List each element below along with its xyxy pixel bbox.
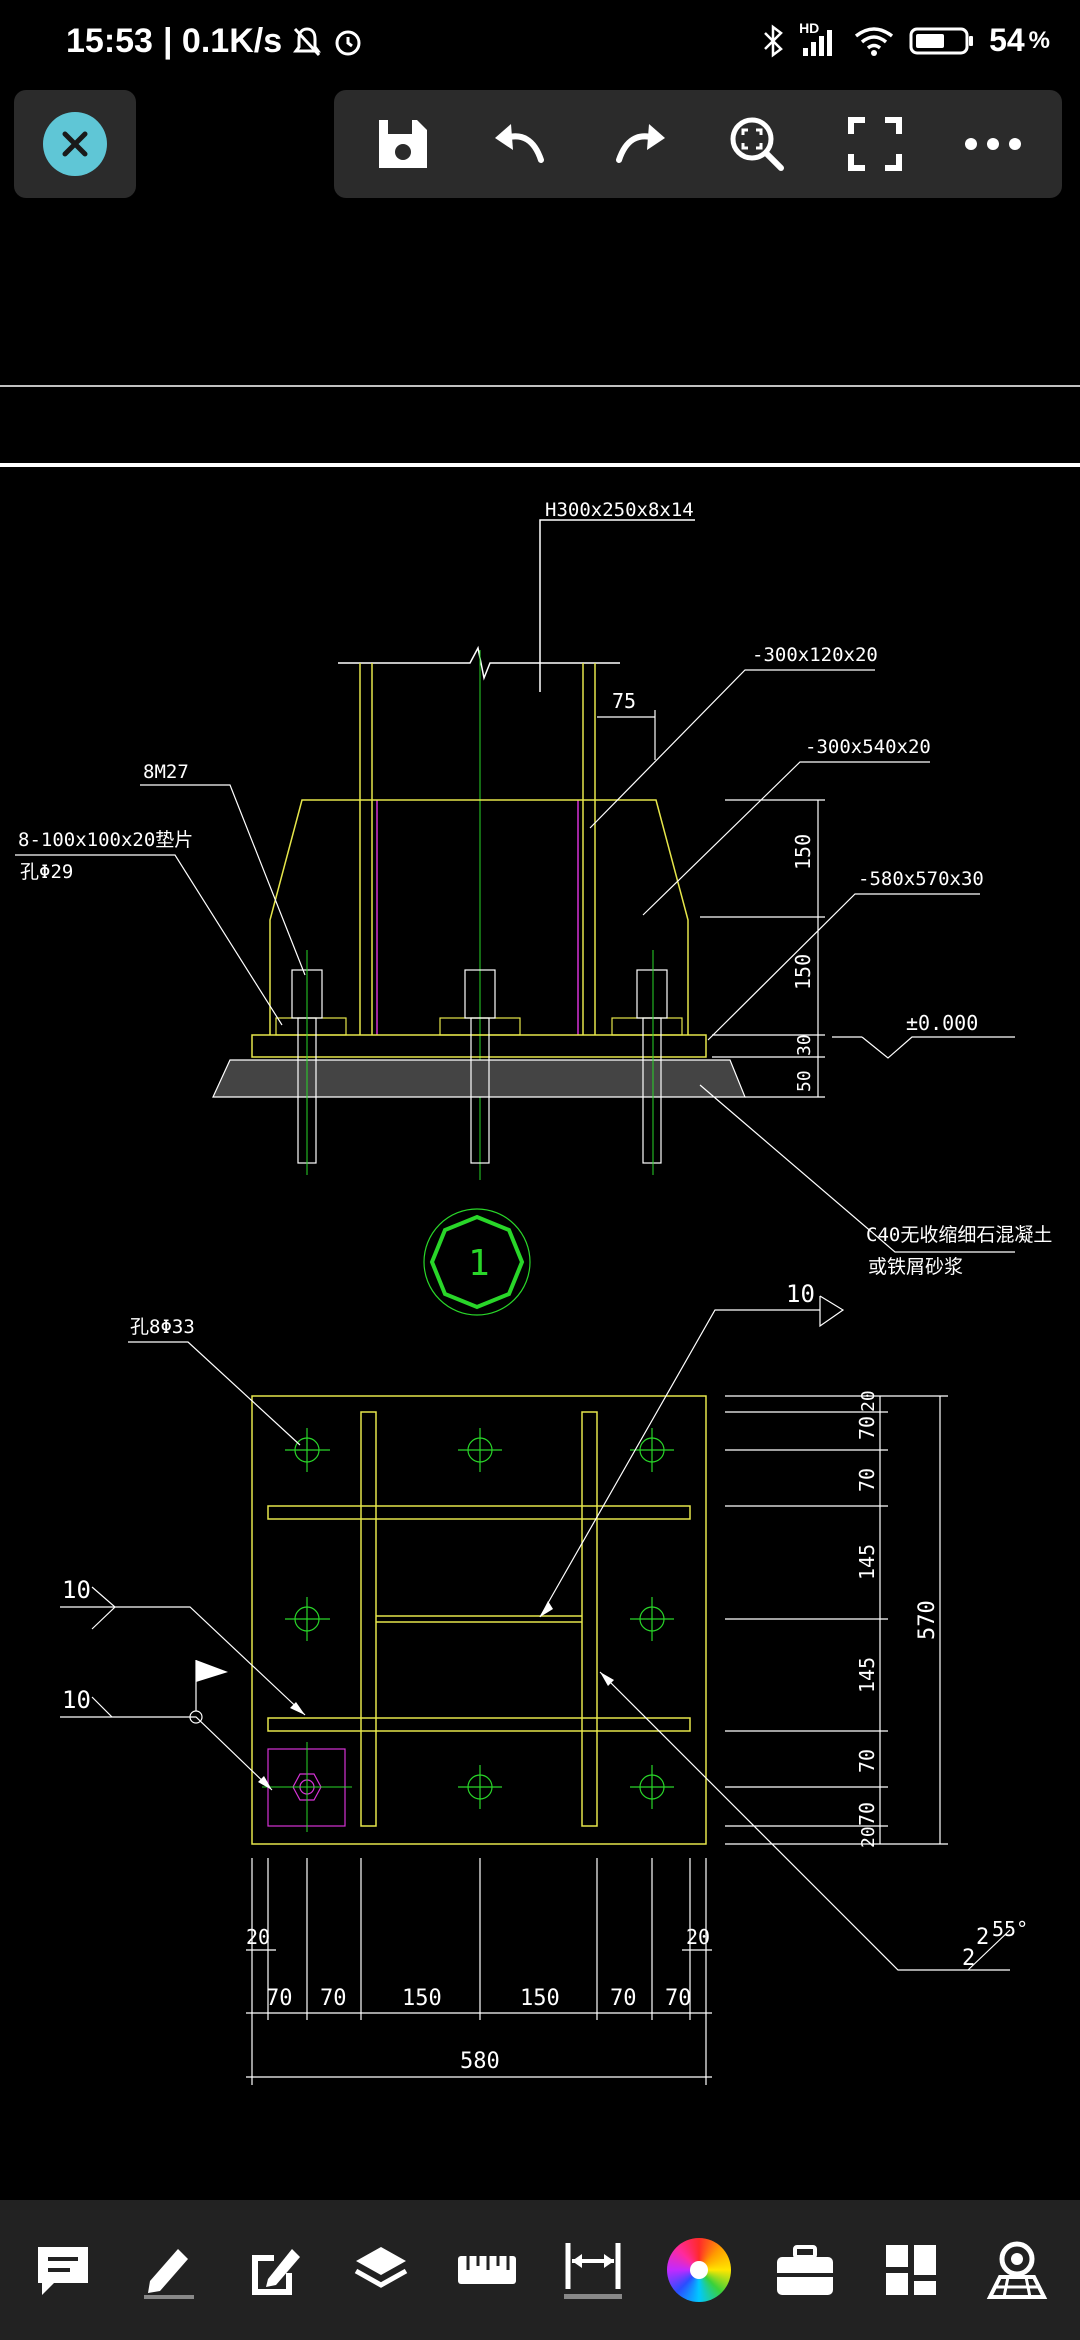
status-time: 15:53 bbox=[66, 22, 153, 60]
layout-button[interactable] bbox=[871, 2230, 951, 2310]
anchor-bolt-label: 8M27 bbox=[143, 761, 189, 783]
bottom-dim-20-right: 20 bbox=[686, 1925, 710, 1949]
status-right: HD 54% bbox=[761, 20, 1050, 59]
draw-icon bbox=[144, 2249, 194, 2299]
detail-number: 1 bbox=[468, 1243, 490, 1284]
bottom-dim-3: 150 bbox=[520, 1986, 560, 2011]
edit-icon bbox=[252, 2249, 300, 2295]
grout-label-1: C40无收缩细石混凝土 bbox=[866, 1224, 1052, 1246]
save-icon bbox=[379, 120, 427, 168]
level-label: ±0.000 bbox=[906, 1011, 978, 1035]
status-bar: 15:53 | 0.1K/s HD bbox=[0, 0, 1080, 90]
status-network-speed: | 0.1K/s bbox=[162, 22, 283, 60]
detail-number-symbol: 1 bbox=[423, 1208, 531, 1316]
layers-button[interactable] bbox=[341, 2230, 421, 2310]
bottom-toolbar bbox=[0, 2200, 1080, 2340]
toolbox-icon bbox=[777, 2245, 833, 2295]
undo-button[interactable] bbox=[486, 109, 556, 179]
elev-dim-150-top: 150 bbox=[791, 834, 815, 870]
view-3d-icon bbox=[986, 2241, 1048, 2299]
elevation-view: H300x250x8x14 bbox=[15, 499, 1052, 1278]
battery-icon bbox=[909, 27, 974, 54]
right-dim-6: 70 bbox=[855, 1802, 879, 1826]
weld-angle: 55° bbox=[992, 1917, 1028, 1941]
view-3d-button[interactable] bbox=[977, 2230, 1057, 2310]
edit-button[interactable] bbox=[235, 2230, 315, 2310]
cad-drawing: H300x250x8x14 bbox=[0, 385, 1080, 2085]
bottom-dim-1: 70 bbox=[320, 1986, 347, 2011]
toolbox-button[interactable] bbox=[765, 2230, 845, 2310]
comment-button[interactable] bbox=[23, 2230, 103, 2310]
elev-dim-30: 30 bbox=[794, 1034, 815, 1056]
right-dim-1: 70 bbox=[855, 1416, 879, 1440]
bottom-dim-2: 150 bbox=[402, 1986, 442, 2011]
status-left: 15:53 | 0.1K/s bbox=[66, 22, 364, 61]
top-toolbar bbox=[334, 90, 1062, 198]
plate-hole-label: 孔8Φ33 bbox=[130, 1316, 195, 1338]
measure-icon bbox=[458, 2256, 516, 2284]
total-width-dim: 580 bbox=[460, 2049, 500, 2074]
muted-bell-icon bbox=[293, 26, 322, 56]
total-height-dim: 570 bbox=[915, 1600, 940, 1640]
more-button[interactable] bbox=[958, 109, 1028, 179]
bottom-dim-0: 70 bbox=[266, 1986, 293, 2011]
battery-unit: % bbox=[1028, 26, 1050, 54]
bottom-dim-4: 70 bbox=[610, 1986, 637, 2011]
fullscreen-icon bbox=[848, 117, 902, 171]
grout-label-2: 或铁屑砂浆 bbox=[868, 1256, 963, 1278]
layers-icon bbox=[354, 2247, 408, 2288]
zoom-extents-icon bbox=[730, 117, 784, 171]
bottom-dim-5: 70 bbox=[665, 1986, 692, 2011]
weld-gap: 2 bbox=[962, 1946, 975, 1971]
right-dim-5: 70 bbox=[855, 1749, 879, 1773]
weld-size-right: 10 bbox=[786, 1280, 815, 1308]
right-dim-4: 145 bbox=[855, 1657, 879, 1693]
plan-view: 孔8Φ33 10 10 10 2 2 55° bbox=[60, 1280, 1028, 2085]
battery-percent: 54 bbox=[989, 22, 1025, 58]
right-dim-0: 20 bbox=[858, 1390, 879, 1412]
drawing-canvas[interactable]: H300x250x8x14 bbox=[0, 198, 1080, 2198]
dimension-icon bbox=[564, 2243, 622, 2299]
zoom-extents-button[interactable] bbox=[722, 109, 792, 179]
save-button[interactable] bbox=[368, 109, 438, 179]
close-button[interactable] bbox=[14, 90, 136, 198]
weld-size-left-upper: 10 bbox=[62, 1576, 91, 1604]
network-badge: HD bbox=[799, 19, 820, 36]
cell-signal-icon: HD bbox=[799, 20, 839, 58]
comment-icon bbox=[38, 2247, 88, 2295]
weld-size-left-lower: 10 bbox=[62, 1686, 91, 1714]
color-button[interactable] bbox=[659, 2230, 739, 2310]
more-icon bbox=[965, 138, 1021, 150]
color-wheel-icon bbox=[667, 2238, 731, 2302]
column-section-label: H300x250x8x14 bbox=[545, 499, 694, 521]
weld-gap-2: 2 bbox=[976, 1925, 989, 1950]
close-icon bbox=[43, 112, 107, 176]
wifi-icon bbox=[854, 26, 894, 56]
washer-hole-label: 孔Φ29 bbox=[20, 861, 73, 883]
plate-top-label: -300x120x20 bbox=[752, 644, 878, 666]
elev-dim-50: 50 bbox=[794, 1070, 815, 1092]
stiffener-plate-label: -300x540x20 bbox=[805, 736, 931, 758]
redo-button[interactable] bbox=[604, 109, 674, 179]
dim-75: 75 bbox=[612, 689, 636, 713]
bottom-dim-20-left: 20 bbox=[246, 1925, 270, 1949]
fullscreen-button[interactable] bbox=[840, 109, 910, 179]
layout-icon bbox=[886, 2245, 936, 2295]
right-dim-3: 145 bbox=[855, 1544, 879, 1580]
base-plate-label: -580x570x30 bbox=[858, 868, 984, 890]
draw-button[interactable] bbox=[129, 2230, 209, 2310]
bluetooth-icon bbox=[764, 24, 783, 57]
washer-label: 8-100x100x20垫片 bbox=[18, 829, 193, 851]
alarm-icon bbox=[335, 30, 361, 55]
right-dim-7: 20 bbox=[858, 1826, 879, 1848]
undo-icon bbox=[495, 124, 544, 163]
right-dim-2: 70 bbox=[855, 1468, 879, 1492]
measure-button[interactable] bbox=[447, 2230, 527, 2310]
redo-icon bbox=[616, 124, 665, 163]
elev-dim-150-bottom: 150 bbox=[791, 954, 815, 990]
dimension-button[interactable] bbox=[553, 2230, 633, 2310]
